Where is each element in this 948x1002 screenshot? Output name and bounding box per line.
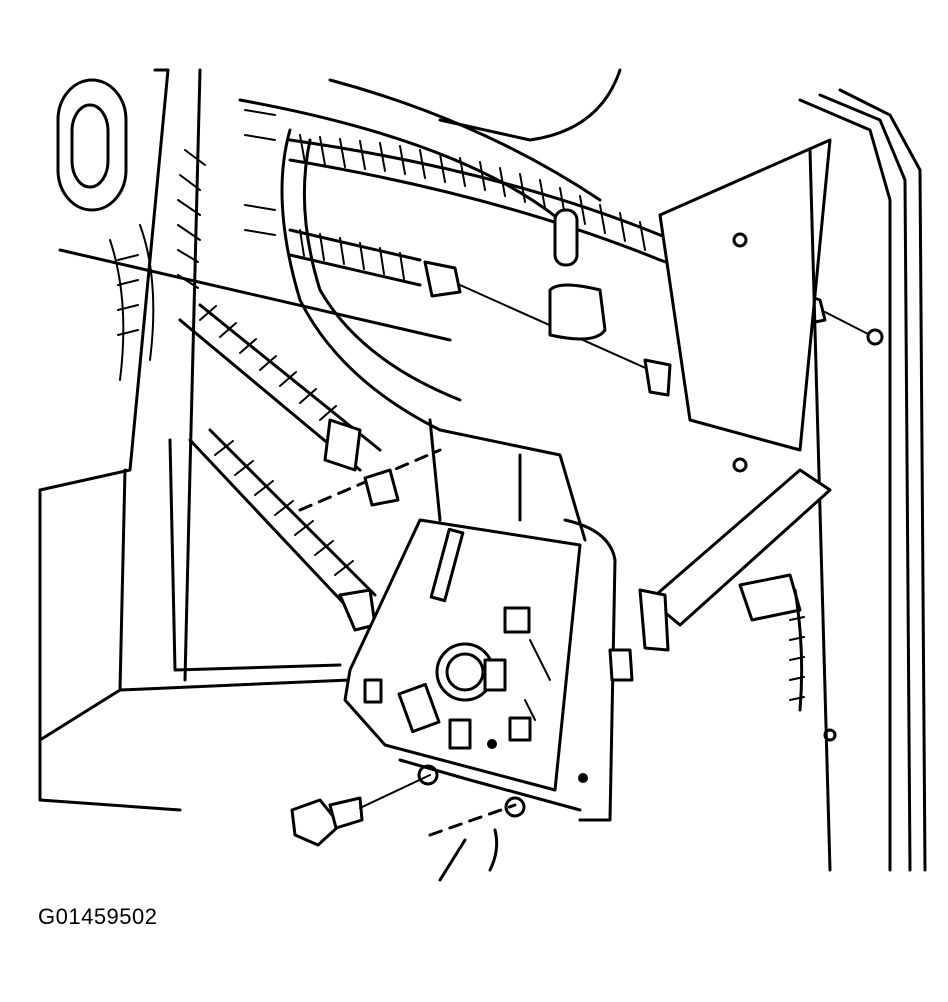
door-frame-bracket (548, 138, 832, 473)
access-hole-oval (56, 78, 128, 212)
figure-id-label: G01459502 (38, 904, 158, 929)
door-outer-edge (398, 88, 927, 872)
latch-rods-sheathed (178, 303, 442, 632)
door-inner-panel (38, 68, 622, 812)
cable-routing-loop-inner (302, 138, 462, 402)
latch-plate (343, 418, 588, 792)
panel-edge-line (58, 248, 452, 342)
mounting-bolt (290, 764, 526, 882)
cable-routing-loop (280, 128, 442, 432)
wire-harness-connector (608, 468, 837, 742)
harness-clips-left (109, 109, 276, 381)
